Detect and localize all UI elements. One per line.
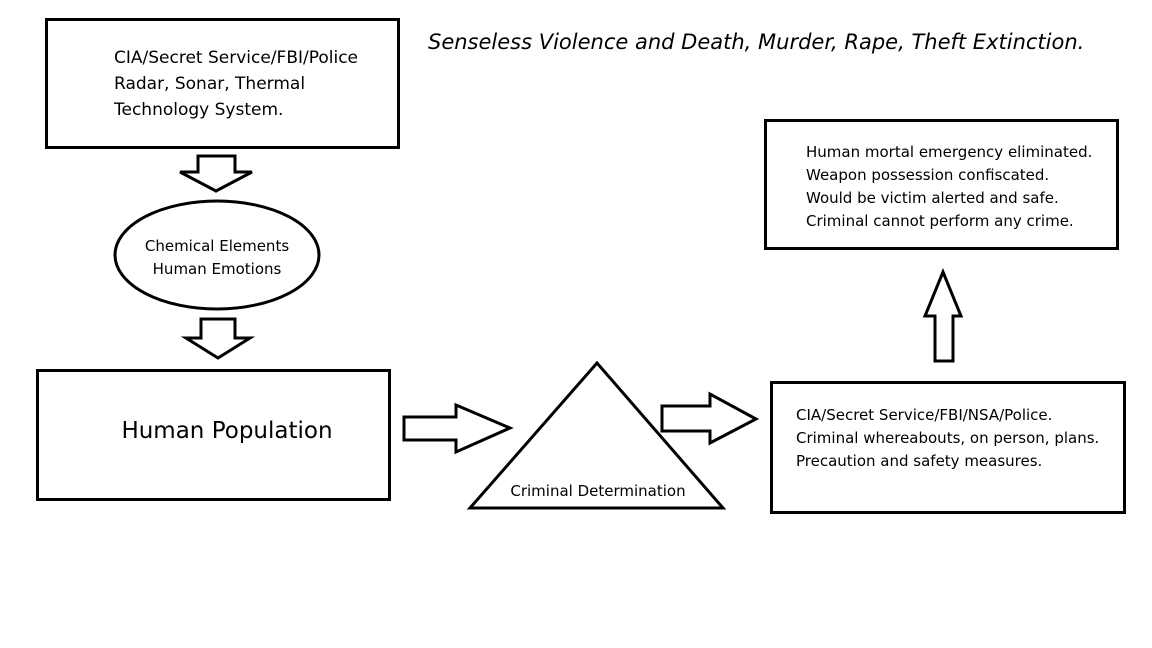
chemical-ellipse [113,199,321,311]
arrow-right-1 [402,402,514,455]
agencies-line: CIA/Secret Service/FBI/NSA/Police. [796,406,1053,424]
criminal-triangle [466,360,727,510]
arrow-up-1 [922,268,964,363]
chemical-text: Chemical Elements Human Emotions [117,235,317,281]
arrow-down-2 [180,317,256,360]
outcome-box [764,119,1119,250]
arrow-right-2 [660,391,760,446]
surveillance-box [45,18,400,149]
agencies-text: CIA/Secret Service/FBI/NSA/Police. Crimi… [796,404,1099,473]
surveillance-line: Technology System. [114,100,284,120]
surveillance-line: Radar, Sonar, Thermal [114,74,306,94]
criminal-label: Criminal Determination [510,482,686,500]
surveillance-text: CIA/Secret Service/FBI/Police Radar, Son… [114,45,358,123]
chemical-line: Chemical Elements [144,237,290,255]
agencies-line: Precaution and safety measures. [796,452,1043,470]
arrow-down-1 [179,154,253,193]
chemical-line: Human Emotions [152,260,282,278]
outcome-line: Human mortal emergency eliminated. [806,143,1093,161]
agencies-line: Criminal whereabouts, on person, plans. [796,429,1100,447]
diagram-title: Senseless Violence and Death, Murder, Ra… [428,30,1085,54]
agencies-box [770,381,1126,514]
surveillance-line: CIA/Secret Service/FBI/Police [114,48,359,68]
outcome-line: Criminal cannot perform any crime. [806,212,1074,230]
population-label: Human Population [121,418,333,444]
outcome-line: Would be victim alerted and safe. [806,189,1059,207]
population-box [36,369,391,501]
outcome-text: Human mortal emergency eliminated. Weapo… [806,141,1092,233]
outcome-line: Weapon possession confiscated. [806,166,1050,184]
